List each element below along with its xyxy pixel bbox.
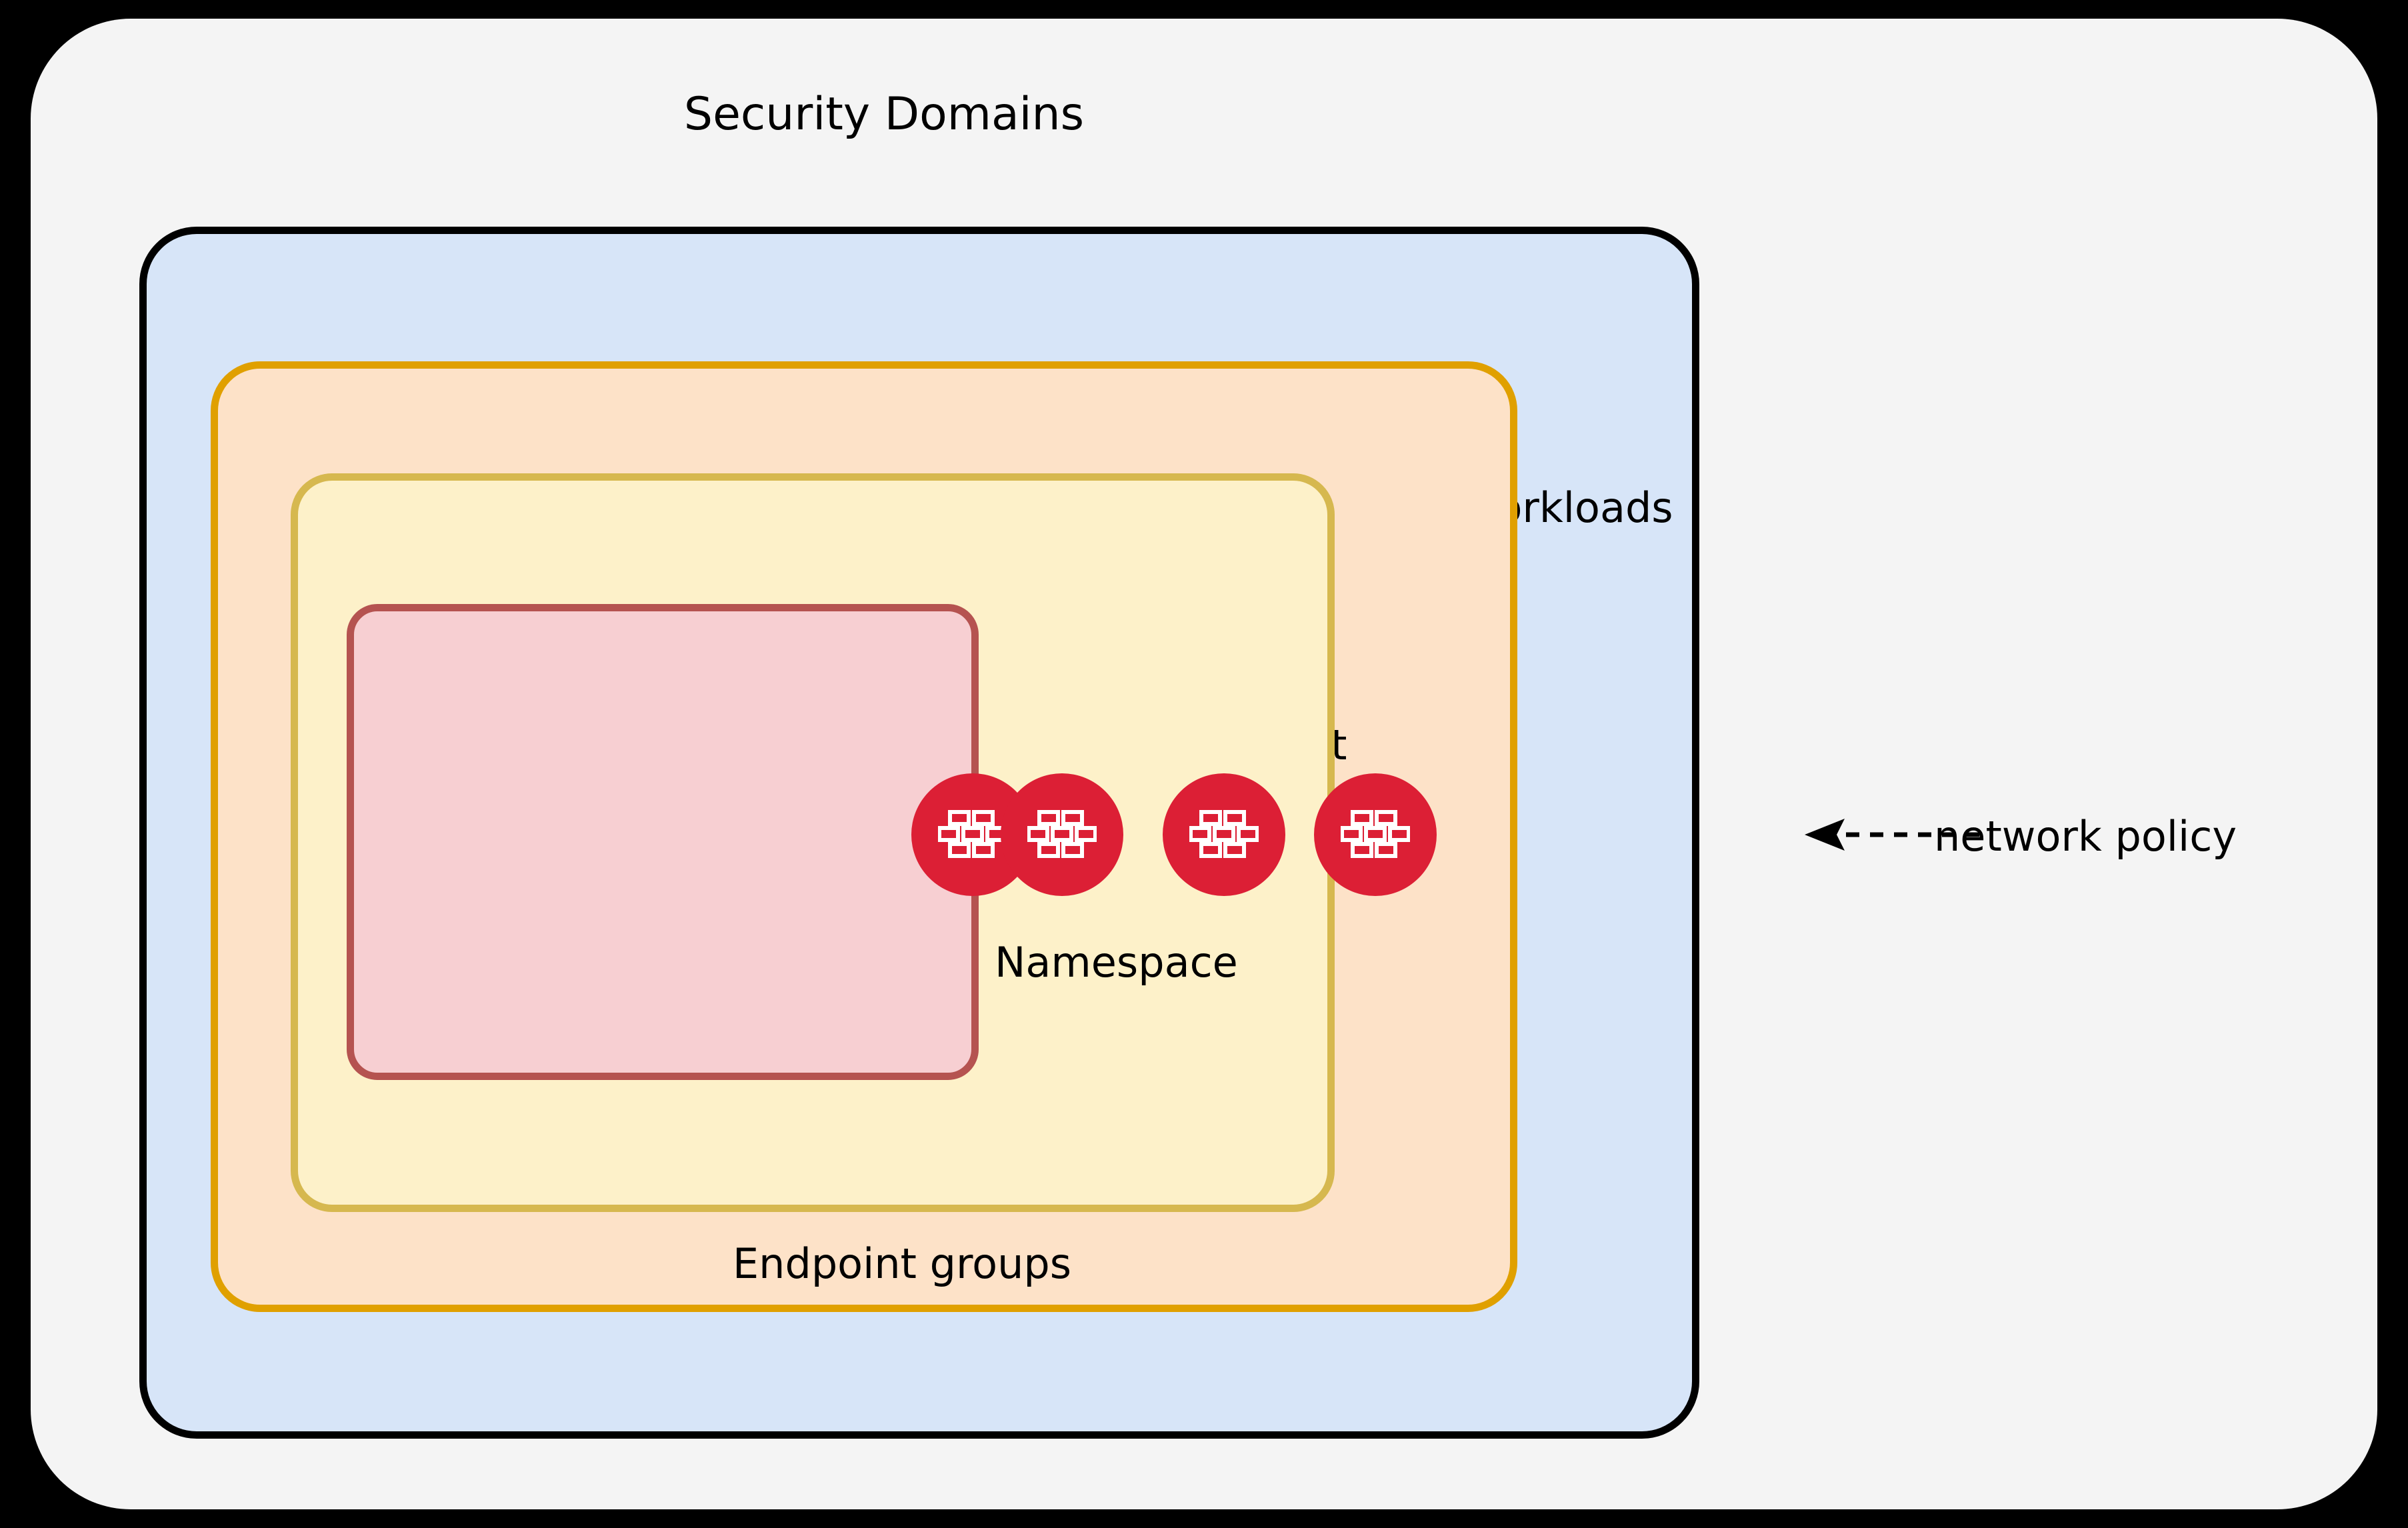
firewall-brick-icon xyxy=(938,810,1007,858)
firewall-badge-namespace xyxy=(1001,773,1123,896)
network-policy-label: network policy xyxy=(1934,812,2237,861)
dashed-arrow-left-icon xyxy=(1805,819,1979,851)
domain-box-endpoint-groups: Endpoint groups xyxy=(347,604,1071,1285)
firewall-brick-icon xyxy=(1027,810,1097,858)
firewall-badge-tenant xyxy=(1163,773,1285,896)
domain-label-namespace: Namespace xyxy=(995,938,1238,987)
security-domains-panel: Security Domains Cluster workloads kuber… xyxy=(31,19,2377,1509)
firewall-brick-icon xyxy=(1189,810,1259,858)
firewall-brick-icon xyxy=(1341,810,1410,858)
page-title: Security Domains xyxy=(683,88,1085,141)
firewall-badge-cluster xyxy=(1314,773,1437,896)
domain-label-endpoint-groups: Endpoint groups xyxy=(733,1239,1072,1288)
